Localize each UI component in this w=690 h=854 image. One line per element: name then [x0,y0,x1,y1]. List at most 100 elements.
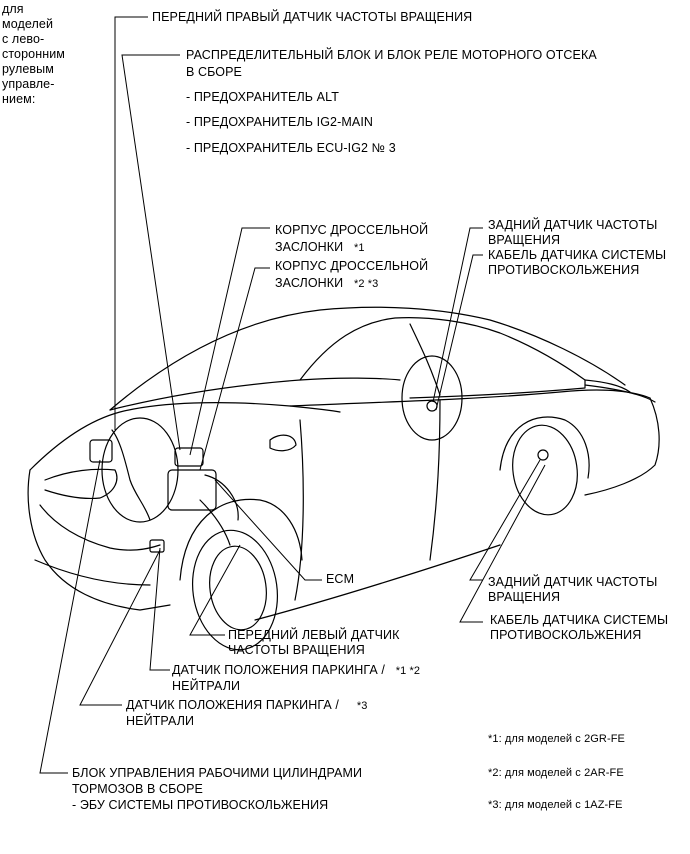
park-neutral-12-note: *1 *2 [395,665,421,677]
car-roof-line [109,306,626,411]
label-park-neutral-12: ДАТЧИК ПОЛОЖЕНИЯ ПАРКИНГА / *1 *2 НЕЙТРА… [172,663,420,694]
label-front-right-sensor: ПЕРЕДНИЙ ПРАВЫЙ ДАТЧИК ЧАСТОТЫ ВРАЩЕНИЯ [152,10,473,24]
footnote-1: *1: для моделей с 2GR-FE [488,733,625,745]
park-neutral-12-line: НЕЙТРАЛИ [172,679,241,693]
leader-skid-cable-top [435,254,483,411]
park-neutral-sensor-shape [149,539,165,553]
left-hand-drive-note: для моделей с лево- сторонним рулевым уп… [2,2,65,107]
rear-sensor-bottom-line: ВРАЩЕНИЯ [488,590,561,604]
label-brake-actuator: БЛОК УПРАВЛЕНИЯ РАБОЧИМИ ЦИЛИНДРАМИ ТОРМ… [72,765,362,813]
label-throttle-23: КОРПУС ДРОССЕЛЬНОЙ ЗАСЛОНКИ *2 *3 [275,258,428,293]
car-rocker [254,544,501,621]
label-front-left-sensor: ПЕРЕДНИЙ ЛЕВЫЙ ДАТЧИК ЧАСТОТЫ ВРАЩЕНИЯ [228,628,400,658]
relay-block-line: РАСПРЕДЕЛИТЕЛЬНЫЙ БЛОК И БЛОК РЕЛЕ МОТОР… [186,48,597,62]
rear-sensor-top-shape [426,400,438,412]
park-neutral-3-line: НЕЙТРАЛИ [126,714,195,728]
label-fuse-ig2main: - ПРЕДОХРАНИТЕЛЬ IG2-MAIN [186,115,374,129]
skid-cable-bottom-line: КАБЕЛЬ ДАТЧИКА СИСТЕМЫ [490,613,669,627]
relay-block-line: В СБОРЕ [186,65,242,79]
label-rear-sensor-bottom: ЗАДНИЙ ДАТЧИК ЧАСТОТЫ ВРАЩЕНИЯ [488,575,657,605]
skid-cable-top-line: КАБЕЛЬ ДАТЧИКА СИСТЕМЫ [488,248,667,262]
label-fuse-ecuig2: - ПРЕДОХРАНИТЕЛЬ ECU-IG2 № 3 [186,141,396,155]
car-door-line-1 [294,419,304,601]
engine-block-shape [167,469,217,511]
side-mirror [269,434,297,452]
footnote-3: *3: для моделей с 1AZ-FE [488,799,623,811]
side-note-line: управле- [2,77,55,91]
throttle-23-line: КОРПУС ДРОССЕЛЬНОЙ [275,259,429,273]
side-note-line: для [2,2,24,16]
throttle-body-shape [174,447,204,467]
throttle-1-line: ЗАСЛОНКИ [275,240,344,254]
leader-throttle-23 [199,267,270,471]
car-windshield [109,377,401,411]
front-left-wheel [191,529,279,651]
leader-rear-sensor-bottom [469,459,541,581]
car-rear-window [584,379,631,393]
label-throttle-1: КОРПУС ДРОССЕЛЬНОЙ ЗАСЛОНКИ *1 [275,222,428,257]
label-skid-cable-bottom: КАБЕЛЬ ДАТЧИКА СИСТЕМЫ ПРОТИВОСКОЛЬЖЕНИЯ [490,613,668,643]
engine-wires [199,474,239,546]
skid-ecu-line: - ЭБУ СИСТЕМЫ ПРОТИВОСКОЛЬЖЕНИЯ [72,798,329,812]
brake-actuator-shape [89,439,113,463]
label-skid-cable-top: КАБЕЛЬ ДАТЧИКА СИСТЕМЫ ПРОТИВОСКОЛЬЖЕНИЯ [488,248,666,278]
front-left-sensor-line: ЧАСТОТЫ ВРАЩЕНИЯ [228,643,365,657]
throttle-23-note: *2 *3 [353,278,379,290]
rear-left-wheel [512,424,578,516]
label-park-neutral-3: ДАТЧИК ПОЛОЖЕНИЯ ПАРКИНГА / *3 НЕЙТРАЛИ [126,698,368,729]
side-note-line: сторонним [2,47,65,61]
label-rear-sensor-top: ЗАДНИЙ ДАТЧИК ЧАСТОТЫ ВРАЩЕНИЯ [488,218,657,248]
car-side-windows [299,317,586,399]
rear-sensor-bottom-line: ЗАДНИЙ ДАТЧИК ЧАСТОТЫ [488,575,658,589]
car-headlight [44,468,118,500]
leader-front-right-sensor [114,16,148,430]
car-front-fascia [27,469,171,611]
car-belt-line [289,389,651,407]
car-window-pillar [409,323,441,396]
car-door-line-2 [429,399,441,561]
label-relay-block: РАСПРЕДЕЛИТЕЛЬНЫЙ БЛОК И БЛОК РЕЛЕ МОТОР… [186,47,597,81]
leader-park-neutral-12 [149,547,170,671]
front-left-wheel-rim [209,545,267,631]
label-ecm: ECM [326,572,355,586]
label-fuse-alt: - ПРЕДОХРАНИТЕЛЬ ALT [186,90,339,104]
side-note-line: с лево- [2,32,45,46]
rear-sensor-top-line: ВРАЩЕНИЯ [488,233,561,247]
side-note-line: рулевым [2,62,54,76]
park-neutral-12-line: ДАТЧИК ПОЛОЖЕНИЯ ПАРКИНГА / [172,663,386,677]
leader-rear-sensor-top [432,227,483,403]
car-grille [39,504,161,551]
footnote-2: *2: для моделей с 2AR-FE [488,767,624,779]
car-trunk [584,384,656,403]
front-left-sensor-line: ПЕРЕДНИЙ ЛЕВЫЙ ДАТЧИК [228,628,400,642]
park-neutral-3-note: *3 [356,700,368,712]
leader-throttle-1 [189,227,270,456]
leader-park-neutral-3 [79,549,161,706]
leader-skid-cable-bottom [459,464,546,623]
leader-front-left-sensor [189,544,241,636]
rear-sensor-bottom-shape [537,449,549,461]
rear-right-wheel-phantom [401,355,463,441]
rear-wheel-arch [499,416,590,479]
side-note-line: моделей [2,17,54,31]
leader-brake-actuator [39,459,101,774]
throttle-1-note: *1 [353,242,365,254]
skid-cable-top-line: ПРОТИВОСКОЛЬЖЕНИЯ [488,263,640,277]
rear-sensor-top-line: ЗАДНИЙ ДАТЧИК ЧАСТОТЫ [488,218,658,232]
brake-actuator-line: ТОРМОЗОВ В СБОРЕ [72,782,203,796]
front-wheel-arch [179,498,303,581]
brake-actuator-line: БЛОК УПРАВЛЕНИЯ РАБОЧИМИ ЦИЛИНДРАМИ [72,766,363,780]
skid-cable-bottom-line: ПРОТИВОСКОЛЬЖЕНИЯ [490,628,642,642]
leader-ecm [214,479,322,581]
car-rear-end [584,397,660,496]
car-hood [29,402,341,471]
throttle-1-line: КОРПУС ДРОССЕЛЬНОЙ [275,223,429,237]
park-neutral-3-line: ДАТЧИК ПОЛОЖЕНИЯ ПАРКИНГА / [126,698,340,712]
car-bumper-line [34,559,151,586]
side-note-line: нием: [2,92,36,106]
leader-relay-block [121,54,181,451]
front-right-sensor-wire [111,429,151,521]
throttle-23-line: ЗАСЛОНКИ [275,276,344,290]
